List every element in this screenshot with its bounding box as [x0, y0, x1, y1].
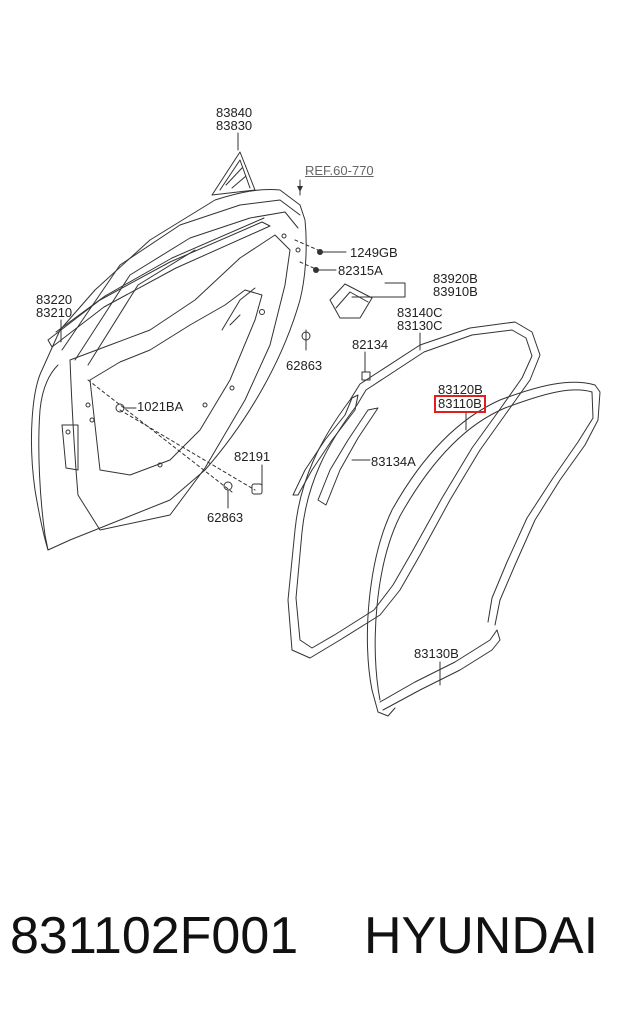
callout-83830: 83830	[216, 118, 253, 133]
callout-82315a: 82315A	[338, 263, 383, 278]
callout-83920b: 83920B	[433, 271, 478, 286]
callout-83220: 83220	[36, 292, 73, 307]
callout-82191: 82191	[234, 449, 271, 464]
footer-caption: 831102F001 HYUNDAI	[0, 900, 620, 980]
callout-83140c: 83140C	[397, 305, 443, 320]
reference-link[interactable]: REF.60-770	[305, 163, 374, 178]
brand-name: HYUNDAI	[364, 907, 599, 965]
callout-83910b: 83910B	[433, 284, 478, 299]
callout-83120b: 83120B	[438, 382, 483, 397]
part-number: 831102F001	[10, 907, 299, 965]
callout-83110b-highlighted: 83110B	[434, 395, 486, 413]
parts-diagram: 83840 83830 REF.60-770 1249GB 82315A 839…	[30, 105, 601, 717]
callout-82134: 82134	[352, 337, 389, 352]
door-weatherstrip-drawing	[30, 132, 601, 717]
callout-1249gb: 1249GB	[350, 245, 398, 260]
callout-83134a: 83134A	[371, 454, 416, 469]
callout-1021ba: 1021BA	[137, 399, 184, 414]
callout-62863-lower: 62863	[207, 510, 244, 525]
callout-83840: 83840	[216, 105, 253, 120]
callout-62863-upper: 62863	[286, 358, 323, 373]
callout-83210: 83210	[36, 305, 73, 320]
callout-83130c: 83130C	[397, 318, 443, 333]
callout-83130b: 83130B	[414, 646, 459, 661]
